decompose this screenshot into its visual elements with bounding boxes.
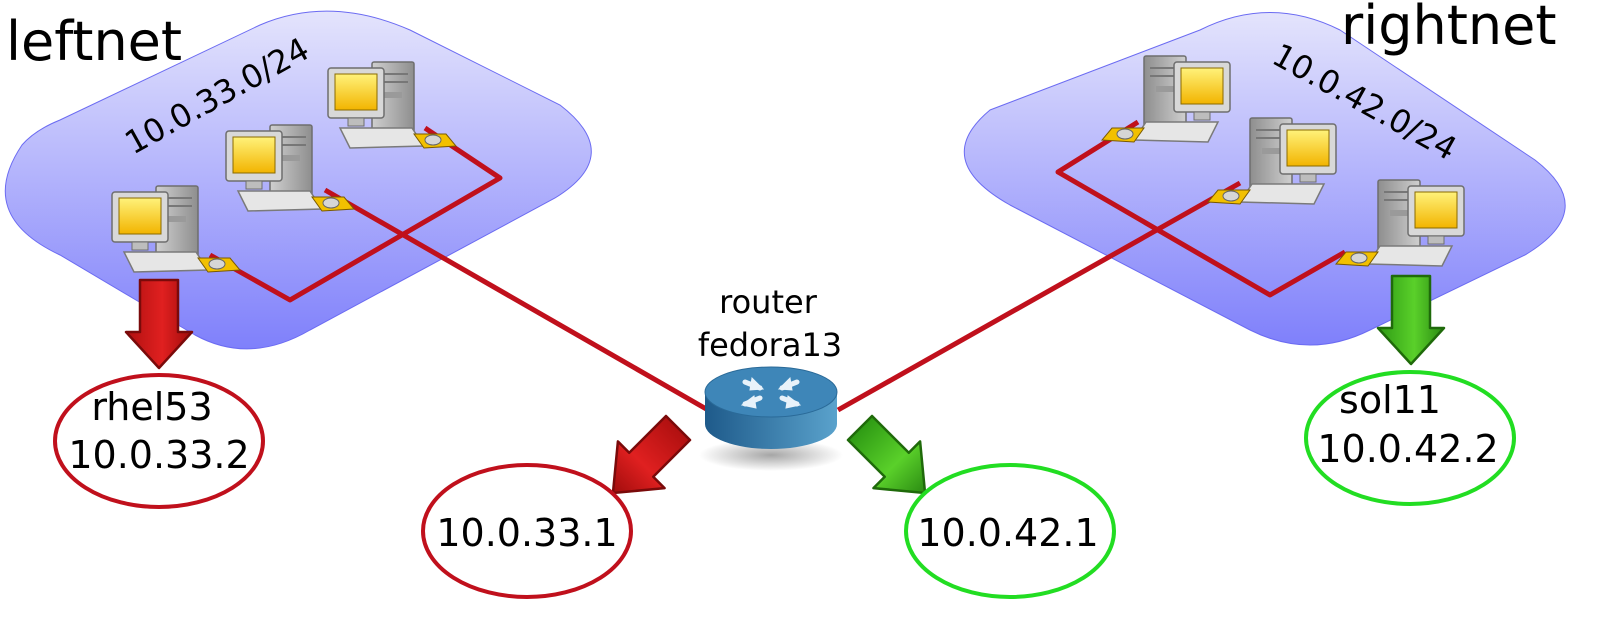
rightnet-cable-loop: [1055, 119, 1347, 298]
rhel53-ellipse: [53, 373, 265, 509]
router-right-ip-arrow: [846, 414, 927, 495]
leftnet-title: leftnet: [6, 10, 182, 73]
router-right-ip-ellipse: [904, 463, 1116, 599]
leftnet-cable-loop: [208, 125, 503, 303]
rhel53-arrow: [124, 278, 194, 370]
router-left-ip-arrow: [611, 414, 692, 495]
router-label-line2: fedora13: [698, 326, 842, 364]
router-label-line1: router: [719, 283, 818, 321]
rhel53-hostname: rhel53: [91, 385, 212, 429]
sol11-arrow: [1376, 274, 1446, 366]
sol11-ip: 10.0.42.2: [1317, 427, 1498, 471]
router-left-ip: 10.0.33.1: [436, 511, 617, 555]
rightnet-title: rightnet: [1341, 0, 1557, 57]
rightnet-uplink: [836, 180, 1242, 413]
router-left-ip-ellipse: [421, 463, 633, 599]
leftnet-uplink: [323, 187, 710, 413]
cables: [208, 119, 1347, 413]
router-icon: [699, 366, 843, 471]
router-right-ip: 10.0.42.1: [917, 511, 1098, 555]
sol11-hostname: sol11: [1339, 378, 1441, 422]
rhel53-ip: 10.0.33.2: [68, 433, 249, 477]
sol11-ellipse: [1304, 370, 1516, 506]
